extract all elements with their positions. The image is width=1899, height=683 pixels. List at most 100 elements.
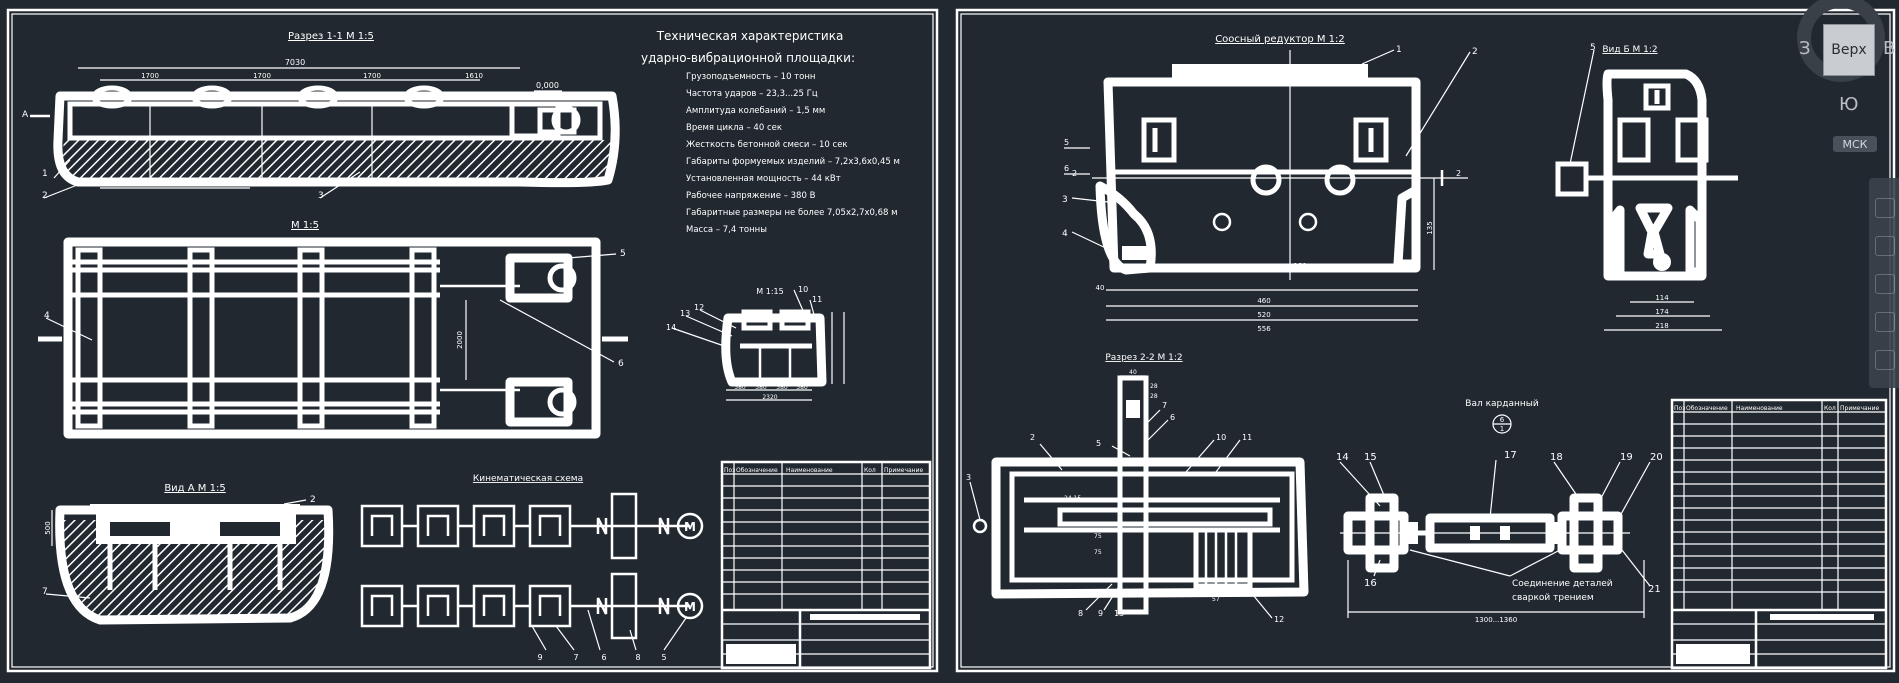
cardan-note-1: Соединение деталей xyxy=(1512,579,1613,589)
view-a-marker: А xyxy=(22,110,29,120)
tech-spec-0: Грузоподъемность – 10 тонн xyxy=(686,72,815,82)
left-table-h-qty: Кол xyxy=(864,467,876,474)
small-view[interactable]: М 1:15 580 580 580 580 2320 10 11 12 13 … xyxy=(666,285,845,401)
cardan-shaft-view[interactable]: Вал карданный 6 1 1300...1360 14 15 16 1… xyxy=(1336,399,1663,624)
section-2-2-view[interactable]: Разрез 2-2 М 1:2 40 28 28 75 75 57 24,15… xyxy=(966,353,1309,624)
callout-3: 3 xyxy=(318,191,324,201)
compass-east[interactable]: В xyxy=(1883,38,1896,59)
pan-icon[interactable] xyxy=(1875,236,1895,256)
small-callout-13: 13 xyxy=(680,309,690,318)
zoom-extents-icon[interactable] xyxy=(1875,274,1895,294)
navigation-bar[interactable] xyxy=(1869,178,1899,388)
left-table-h-note: Примечание xyxy=(884,467,923,474)
dim-span-4: 1610 xyxy=(465,72,483,80)
view-a-callout-7: 7 xyxy=(42,587,48,597)
compass-west[interactable]: З xyxy=(1799,38,1811,59)
cardan-callout-18: 18 xyxy=(1550,452,1563,463)
reducer-callout-5: 5 xyxy=(1064,138,1069,147)
svg-text:M: M xyxy=(684,600,696,614)
right-table-h-pos: Поз xyxy=(1674,405,1685,412)
view-b[interactable]: Вид Б М 1:2 114 174 218 5 xyxy=(1555,43,1738,331)
dim-overall-length: 7030 xyxy=(285,58,305,67)
reducer-callout-2c: 2 xyxy=(1456,169,1461,178)
reducer-callout-2b: 2 xyxy=(1072,169,1077,178)
sect-callout-5: 5 xyxy=(1096,439,1101,448)
view-b-title: Вид Б М 1:2 xyxy=(1602,45,1657,55)
callout-6: 6 xyxy=(618,359,624,369)
view-b-dim-174: 174 xyxy=(1655,308,1669,316)
coaxial-reducer-view[interactable]: Соосный редуктор М 1:2 40 160 460 520 55… xyxy=(1062,34,1478,333)
sect-callout-11: 11 xyxy=(1242,433,1252,442)
tech-spec-3: Время цикла – 40 сек xyxy=(686,123,782,133)
cardan-callout-20: 20 xyxy=(1650,452,1663,463)
kinematic-title: Кинематическая схема xyxy=(473,474,583,484)
showmotion-icon[interactable] xyxy=(1875,350,1895,370)
section-1-1-title: Разрез 1-1 М 1:5 xyxy=(288,31,374,42)
tech-title-2: ударно-вибрационной площадки: xyxy=(641,51,855,65)
reducer-callout-3: 3 xyxy=(1062,195,1068,205)
kin-callout-6: 6 xyxy=(601,653,606,662)
sect-dim-40: 40 xyxy=(1129,369,1137,376)
tech-title-1: Техническая характеристика xyxy=(656,29,844,43)
sect-dim-28b: 28 xyxy=(1150,393,1158,400)
cardan-symbol-bottom: 1 xyxy=(1500,425,1504,433)
right-table-h-note: Примечание xyxy=(1840,405,1879,412)
plan-view[interactable]: М 1:5 2000 4 5 6 xyxy=(38,220,628,439)
tech-spec-7: Рабочее напряжение – 380 В xyxy=(686,191,816,201)
plan-dim: 2000 xyxy=(456,331,464,349)
kinematic-row-2: M xyxy=(360,572,704,640)
view-a-callout-2: 2 xyxy=(310,495,316,505)
small-view-title: М 1:15 xyxy=(756,287,783,296)
reducer-dim-160: 160 xyxy=(1293,262,1306,270)
left-table-h-des: Обозначение xyxy=(736,467,778,474)
callout-2: 2 xyxy=(42,191,48,201)
left-spec-table[interactable]: Поз Обозначение Наименование Кол Примеча… xyxy=(720,460,932,670)
kinematic-row-1: M xyxy=(360,492,704,560)
kin-callout-9: 9 xyxy=(537,653,542,662)
left-sheet-inner-frame xyxy=(11,13,934,668)
sect-callout-3: 3 xyxy=(966,473,971,482)
view-cube-top-face[interactable]: Верх xyxy=(1823,24,1875,76)
small-dim-3: 580 xyxy=(776,384,788,391)
sect-callout-7: 7 xyxy=(1162,401,1167,410)
reducer-dim-135: 135 xyxy=(1426,221,1434,234)
steering-wheel-icon[interactable] xyxy=(1875,198,1895,218)
dim-span-3: 1700 xyxy=(363,72,381,80)
cardan-note-2: сваркой трением xyxy=(1512,593,1594,603)
small-dim-1: 580 xyxy=(734,384,746,391)
orbit-icon[interactable] xyxy=(1875,312,1895,332)
cardan-callout-19: 19 xyxy=(1620,452,1633,463)
tech-spec-6: Установленная мощность – 44 кВт xyxy=(686,174,841,184)
section-1-1-view[interactable]: Разрез 1-1 М 1:5 7030 1700 1700 1700 161… xyxy=(22,31,620,201)
view-b-dim-114: 114 xyxy=(1655,294,1669,302)
view-a-dim: 500 xyxy=(44,521,52,534)
sect-callout-6: 6 xyxy=(1170,413,1175,422)
kin-callout-7: 7 xyxy=(573,653,578,662)
sect-dim-75a: 75 xyxy=(1094,533,1102,540)
small-dim-2: 580 xyxy=(755,384,767,391)
reducer-dim-520: 520 xyxy=(1257,311,1270,319)
kinematic-scheme[interactable]: Кинематическая схема M M xyxy=(360,474,704,662)
view-cube[interactable]: Верх С Ю З В МСК xyxy=(1749,0,1899,152)
view-b-callout-5: 5 xyxy=(1590,43,1596,53)
small-callout-12: 12 xyxy=(694,303,704,312)
view-a[interactable]: Вид А М 1:5 500 2 7 xyxy=(42,483,334,625)
right-spec-table[interactable]: Поз Обозначение Наименование Кол Примеча… xyxy=(1670,398,1888,670)
kin-callout-8: 8 xyxy=(635,653,640,662)
compass-south[interactable]: Ю xyxy=(1839,94,1859,115)
dim-bottom-1: 1700 xyxy=(117,180,135,188)
left-table-h-pos: Поз xyxy=(724,467,735,474)
left-sheet[interactable] xyxy=(6,8,939,673)
sect-callout-13: 13 xyxy=(1114,609,1124,618)
small-dim-total: 2320 xyxy=(762,394,777,401)
reducer-dim-460: 460 xyxy=(1257,297,1270,305)
reducer-dim-40: 40 xyxy=(1096,284,1105,292)
small-callout-14: 14 xyxy=(666,323,676,332)
callout-1: 1 xyxy=(42,169,48,179)
ucs-menu-button[interactable]: МСК xyxy=(1833,136,1877,152)
cardan-callout-14: 14 xyxy=(1336,452,1349,463)
left-sheet-frame xyxy=(6,8,939,673)
tech-spec-2: Амплитуда колебаний – 1,5 мм xyxy=(686,106,825,116)
tech-specs[interactable]: Техническая характеристика ударно-вибрац… xyxy=(641,29,900,235)
